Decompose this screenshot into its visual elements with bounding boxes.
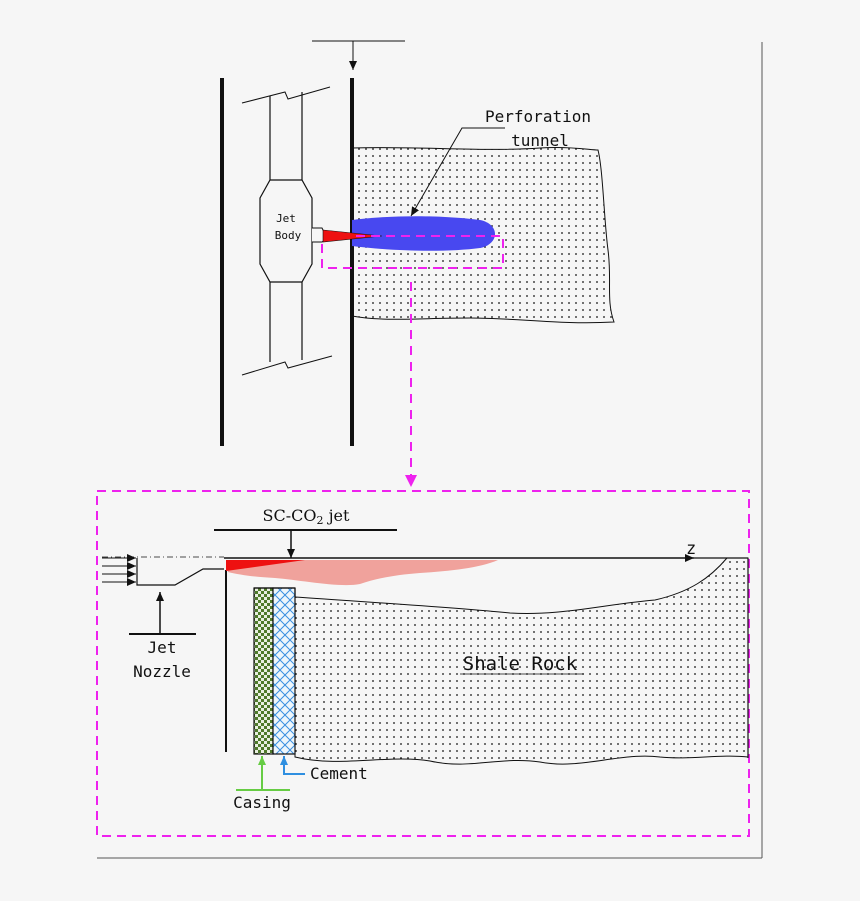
jet-nozzle-label-line1: Jet [148, 638, 177, 657]
sc-co2-subscript: 2 [317, 514, 324, 527]
sc-co2-jet-label: SC-CO2 jet [263, 506, 350, 527]
perforation-label-line1: Perforation [485, 107, 591, 126]
zoom-frame [96, 490, 750, 837]
perforation-pointer [410, 127, 505, 217]
shale-rock-label: Shale Rock [463, 653, 578, 675]
jet-body-label-line2: Body [275, 229, 302, 242]
sc-co2-prefix: SC-CO [263, 506, 317, 525]
casing-layer [253, 587, 274, 755]
cement-label: Cement [310, 764, 368, 783]
shale-rock-region [294, 557, 749, 765]
casing-label: Casing [233, 793, 291, 812]
highlight-box [321, 235, 504, 269]
jet-nozzle-outline [136, 558, 224, 586]
wellbore-view: Jet Body Perforation tunnel [220, 40, 615, 446]
perforation-label-line2: tunnel [511, 131, 569, 150]
sc-co2-suffix: jet [324, 506, 351, 525]
jet-body-label-line1: Jet [276, 212, 296, 225]
jet-core [226, 560, 305, 571]
jet-nozzle-label-line2: Nozzle [133, 662, 191, 681]
zoomed-view: z Jet Nozzle SC-CO2 jet Shale Rock Cemen… [96, 490, 750, 837]
jet-stream-top [322, 229, 383, 243]
z-axis-label: z [686, 539, 696, 559]
tubing-break-top [241, 86, 331, 104]
perforation-tunnel-shape [352, 216, 495, 251]
cement-pointer [280, 756, 305, 775]
cement-layer [272, 587, 296, 755]
jet-plume [226, 560, 498, 586]
tubing-break-bottom [241, 355, 333, 376]
